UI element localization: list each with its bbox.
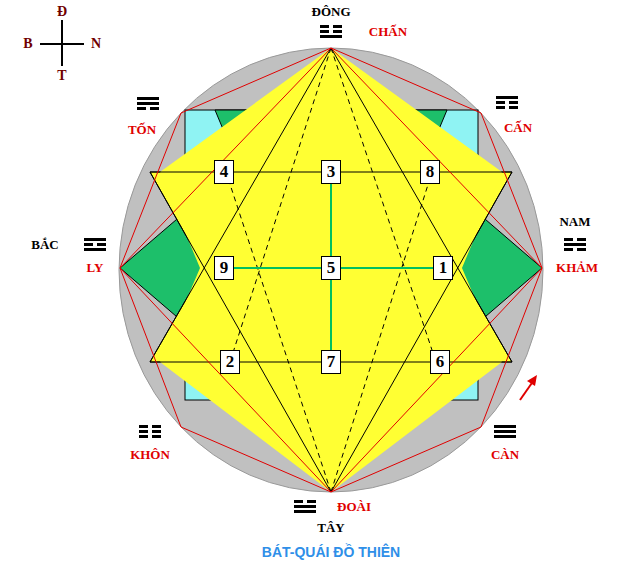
trigram-bar bbox=[84, 238, 106, 241]
trigram-bar bbox=[97, 243, 106, 246]
compass-letter: N bbox=[91, 36, 101, 52]
trigram-bar bbox=[294, 505, 316, 508]
red-lines bbox=[120, 48, 542, 492]
trigram-bar bbox=[496, 106, 505, 109]
green-axis-line bbox=[330, 184, 332, 256]
trigram-bar bbox=[137, 97, 159, 100]
trigram-name: KHẢM bbox=[556, 260, 598, 276]
red-octagon bbox=[120, 48, 542, 492]
number-box: 7 bbox=[321, 350, 341, 374]
compass-letter: T bbox=[57, 68, 66, 84]
trigram-bar bbox=[294, 500, 303, 503]
star-edge bbox=[331, 172, 512, 492]
number-box: 5 bbox=[321, 256, 341, 280]
direction-label: BẮC bbox=[31, 237, 58, 253]
trigram-bar bbox=[496, 101, 505, 104]
number-text: 4 bbox=[215, 161, 233, 183]
compass-line bbox=[40, 43, 84, 45]
trigram-bar bbox=[564, 243, 586, 246]
trigram-bar bbox=[84, 248, 106, 251]
trigram-bar bbox=[494, 430, 516, 433]
trigram-bar bbox=[320, 25, 329, 28]
direction-label: TÂY bbox=[317, 520, 344, 536]
trigram-bar bbox=[496, 96, 518, 99]
trigram-bar bbox=[333, 25, 342, 28]
number-text: 8 bbox=[421, 161, 439, 183]
trigram-name: TỐN bbox=[128, 122, 156, 138]
trigram-bar bbox=[150, 107, 159, 110]
trigram-bar bbox=[137, 102, 159, 105]
number-box: 2 bbox=[220, 350, 240, 374]
number-text: 5 bbox=[322, 257, 340, 279]
trigram-bar bbox=[320, 30, 329, 33]
number-box: 4 bbox=[214, 160, 234, 184]
trigram-bar bbox=[577, 238, 586, 241]
trigram-name: LY bbox=[87, 260, 104, 276]
number-text: 9 bbox=[215, 257, 233, 279]
trigram-bar bbox=[564, 238, 573, 241]
green-axis-line bbox=[234, 267, 321, 269]
number-box: 9 bbox=[214, 256, 234, 280]
trigram-symbols bbox=[84, 25, 586, 513]
trigram-name: CHẤN bbox=[369, 24, 407, 40]
trigram-bar bbox=[152, 435, 161, 438]
star-fill bbox=[160, 48, 502, 492]
number-text: 3 bbox=[322, 161, 340, 183]
number-text: 7 bbox=[322, 351, 340, 373]
compass-letter: B bbox=[23, 36, 32, 52]
trigram-bar bbox=[494, 425, 516, 428]
trigram-bar bbox=[84, 243, 93, 246]
number-box: 8 bbox=[420, 160, 440, 184]
direction-label: NAM bbox=[559, 214, 590, 230]
direction-label: ĐÔNG bbox=[312, 4, 351, 20]
trigram-bar bbox=[294, 510, 316, 513]
direction-arrow-head bbox=[527, 375, 537, 386]
number-box: 6 bbox=[430, 350, 450, 374]
trigram-bar bbox=[577, 248, 586, 251]
trigram-bar bbox=[152, 425, 161, 428]
trigram-name: KHÔN bbox=[130, 447, 170, 463]
trigram-bar bbox=[139, 430, 148, 433]
trigram-bar bbox=[139, 425, 148, 428]
trigram-bar bbox=[333, 30, 342, 33]
trigram-bar bbox=[564, 248, 573, 251]
caption: BÁT-QUÁI ĐỒ THIÊN bbox=[262, 544, 400, 560]
number-box: 3 bbox=[321, 160, 341, 184]
trigram-bar bbox=[509, 106, 518, 109]
trigram-bar bbox=[137, 107, 146, 110]
trigram-bar bbox=[320, 35, 342, 38]
trigram-bar bbox=[152, 430, 161, 433]
number-text: 1 bbox=[434, 257, 452, 279]
compass-letter: Đ bbox=[57, 4, 67, 20]
trigram-bar bbox=[139, 435, 148, 438]
trigram-name: ĐOÀI bbox=[337, 499, 371, 515]
green-axis-line bbox=[341, 267, 433, 269]
number-text: 6 bbox=[431, 351, 449, 373]
star-edge bbox=[150, 172, 331, 492]
number-text: 2 bbox=[221, 351, 239, 373]
star-edge bbox=[150, 48, 331, 362]
trigram-bar bbox=[307, 500, 316, 503]
trigram-name: CẤN bbox=[504, 120, 532, 136]
dashed-lines bbox=[226, 48, 436, 492]
number-box: 1 bbox=[433, 256, 453, 280]
green-axis-line bbox=[330, 280, 332, 350]
trigram-name: CÀN bbox=[491, 447, 519, 463]
trigram-bar bbox=[509, 101, 518, 104]
trigram-bar bbox=[494, 435, 516, 438]
outer-circle bbox=[119, 48, 543, 492]
